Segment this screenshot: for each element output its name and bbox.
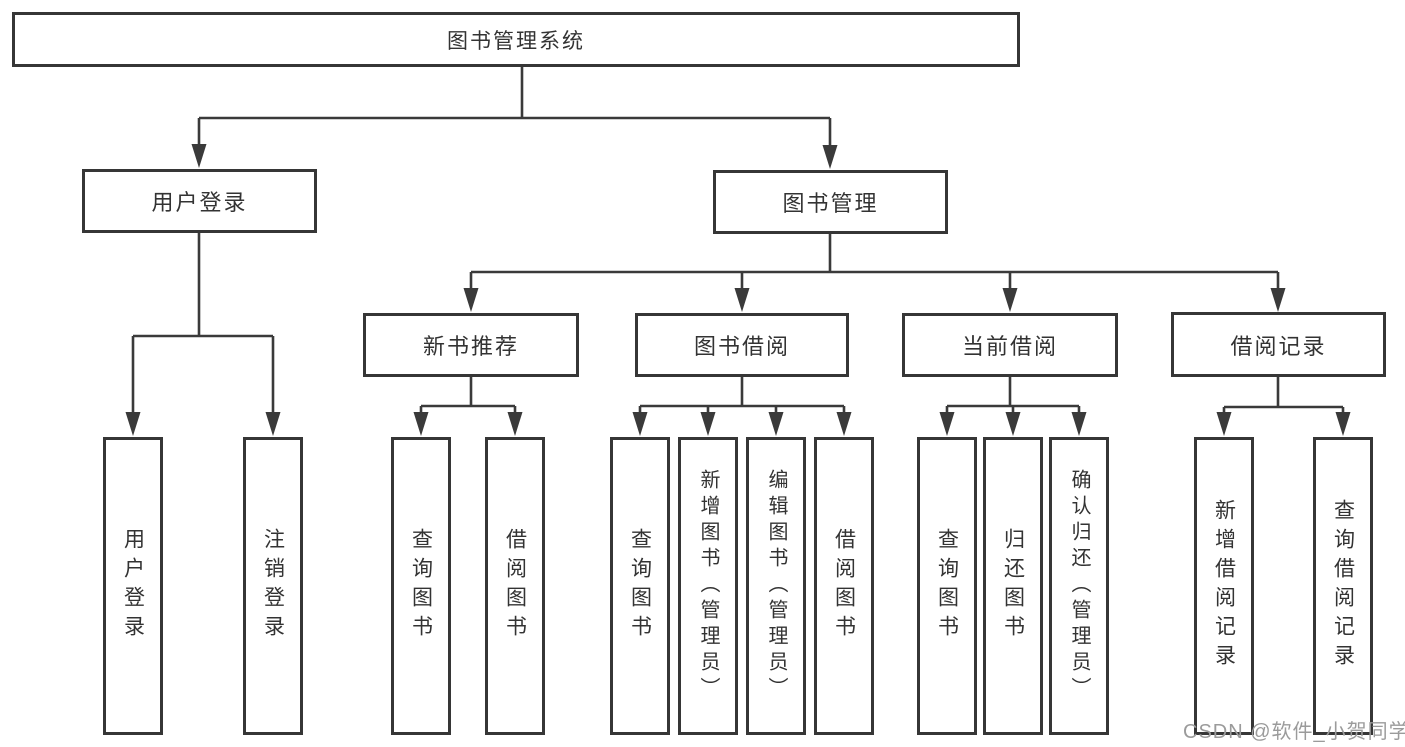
node-label: 借阅图书 — [832, 528, 856, 644]
node-label: 图书借阅 — [693, 334, 790, 359]
leaf-return-books: 归还图书 — [983, 437, 1043, 735]
leaf-borrow-books-recommend: 借阅图书 — [485, 437, 545, 735]
node-label: 借阅记录 — [1230, 333, 1327, 359]
node-current-borrowing: 当前借阅 — [902, 313, 1118, 377]
node-label: 用户登录 — [121, 528, 145, 644]
leaf-user-login: 用户登录 — [103, 437, 163, 735]
leaf-query-borrow-record: 查询借阅记录 — [1313, 437, 1373, 735]
leaf-edit-books-admin: 编辑图书（管理员） — [746, 437, 806, 735]
leaf-query-books-borrowing: 查询图书 — [610, 437, 670, 735]
node-book-management: 图书管理 — [713, 170, 948, 234]
node-label: 编辑图书（管理员） — [765, 469, 787, 703]
node-label: 图书管理系统 — [447, 29, 585, 53]
leaf-add-books-admin: 新增图书（管理员） — [678, 437, 738, 735]
node-label: 借阅图书 — [503, 528, 527, 644]
node-label: 确认归还（管理员） — [1068, 469, 1090, 703]
node-label: 查询图书 — [935, 528, 959, 644]
node-user-login: 用户登录 — [82, 169, 317, 233]
node-label: 新增图书（管理员） — [697, 469, 719, 703]
leaf-logout: 注销登录 — [243, 437, 303, 735]
node-label: 注销登录 — [261, 528, 285, 644]
node-book-borrowing: 图书借阅 — [635, 313, 849, 377]
node-new-book-recommend: 新书推荐 — [363, 313, 579, 377]
node-library-management-system: 图书管理系统 — [12, 12, 1020, 67]
node-label: 查询图书 — [409, 528, 433, 644]
node-label: 归还图书 — [1001, 528, 1025, 644]
node-label: 查询借阅记录 — [1331, 499, 1355, 673]
node-label: 用户登录 — [151, 190, 248, 215]
csdn-watermark: CSDN @软件_小贺同学 — [1183, 721, 1405, 743]
node-label: 新增借阅记录 — [1212, 499, 1236, 673]
node-label: 当前借阅 — [961, 334, 1058, 359]
node-label: 图书管理 — [782, 191, 879, 216]
node-label: 查询图书 — [628, 528, 652, 644]
leaf-confirm-return-admin: 确认归还（管理员） — [1049, 437, 1109, 735]
leaf-query-books-recommend: 查询图书 — [391, 437, 451, 735]
leaf-query-books-current: 查询图书 — [917, 437, 977, 735]
node-borrow-records: 借阅记录 — [1171, 312, 1386, 377]
leaf-borrow-books: 借阅图书 — [814, 437, 874, 735]
leaf-add-borrow-record: 新增借阅记录 — [1194, 437, 1254, 735]
node-label: 新书推荐 — [422, 334, 519, 359]
